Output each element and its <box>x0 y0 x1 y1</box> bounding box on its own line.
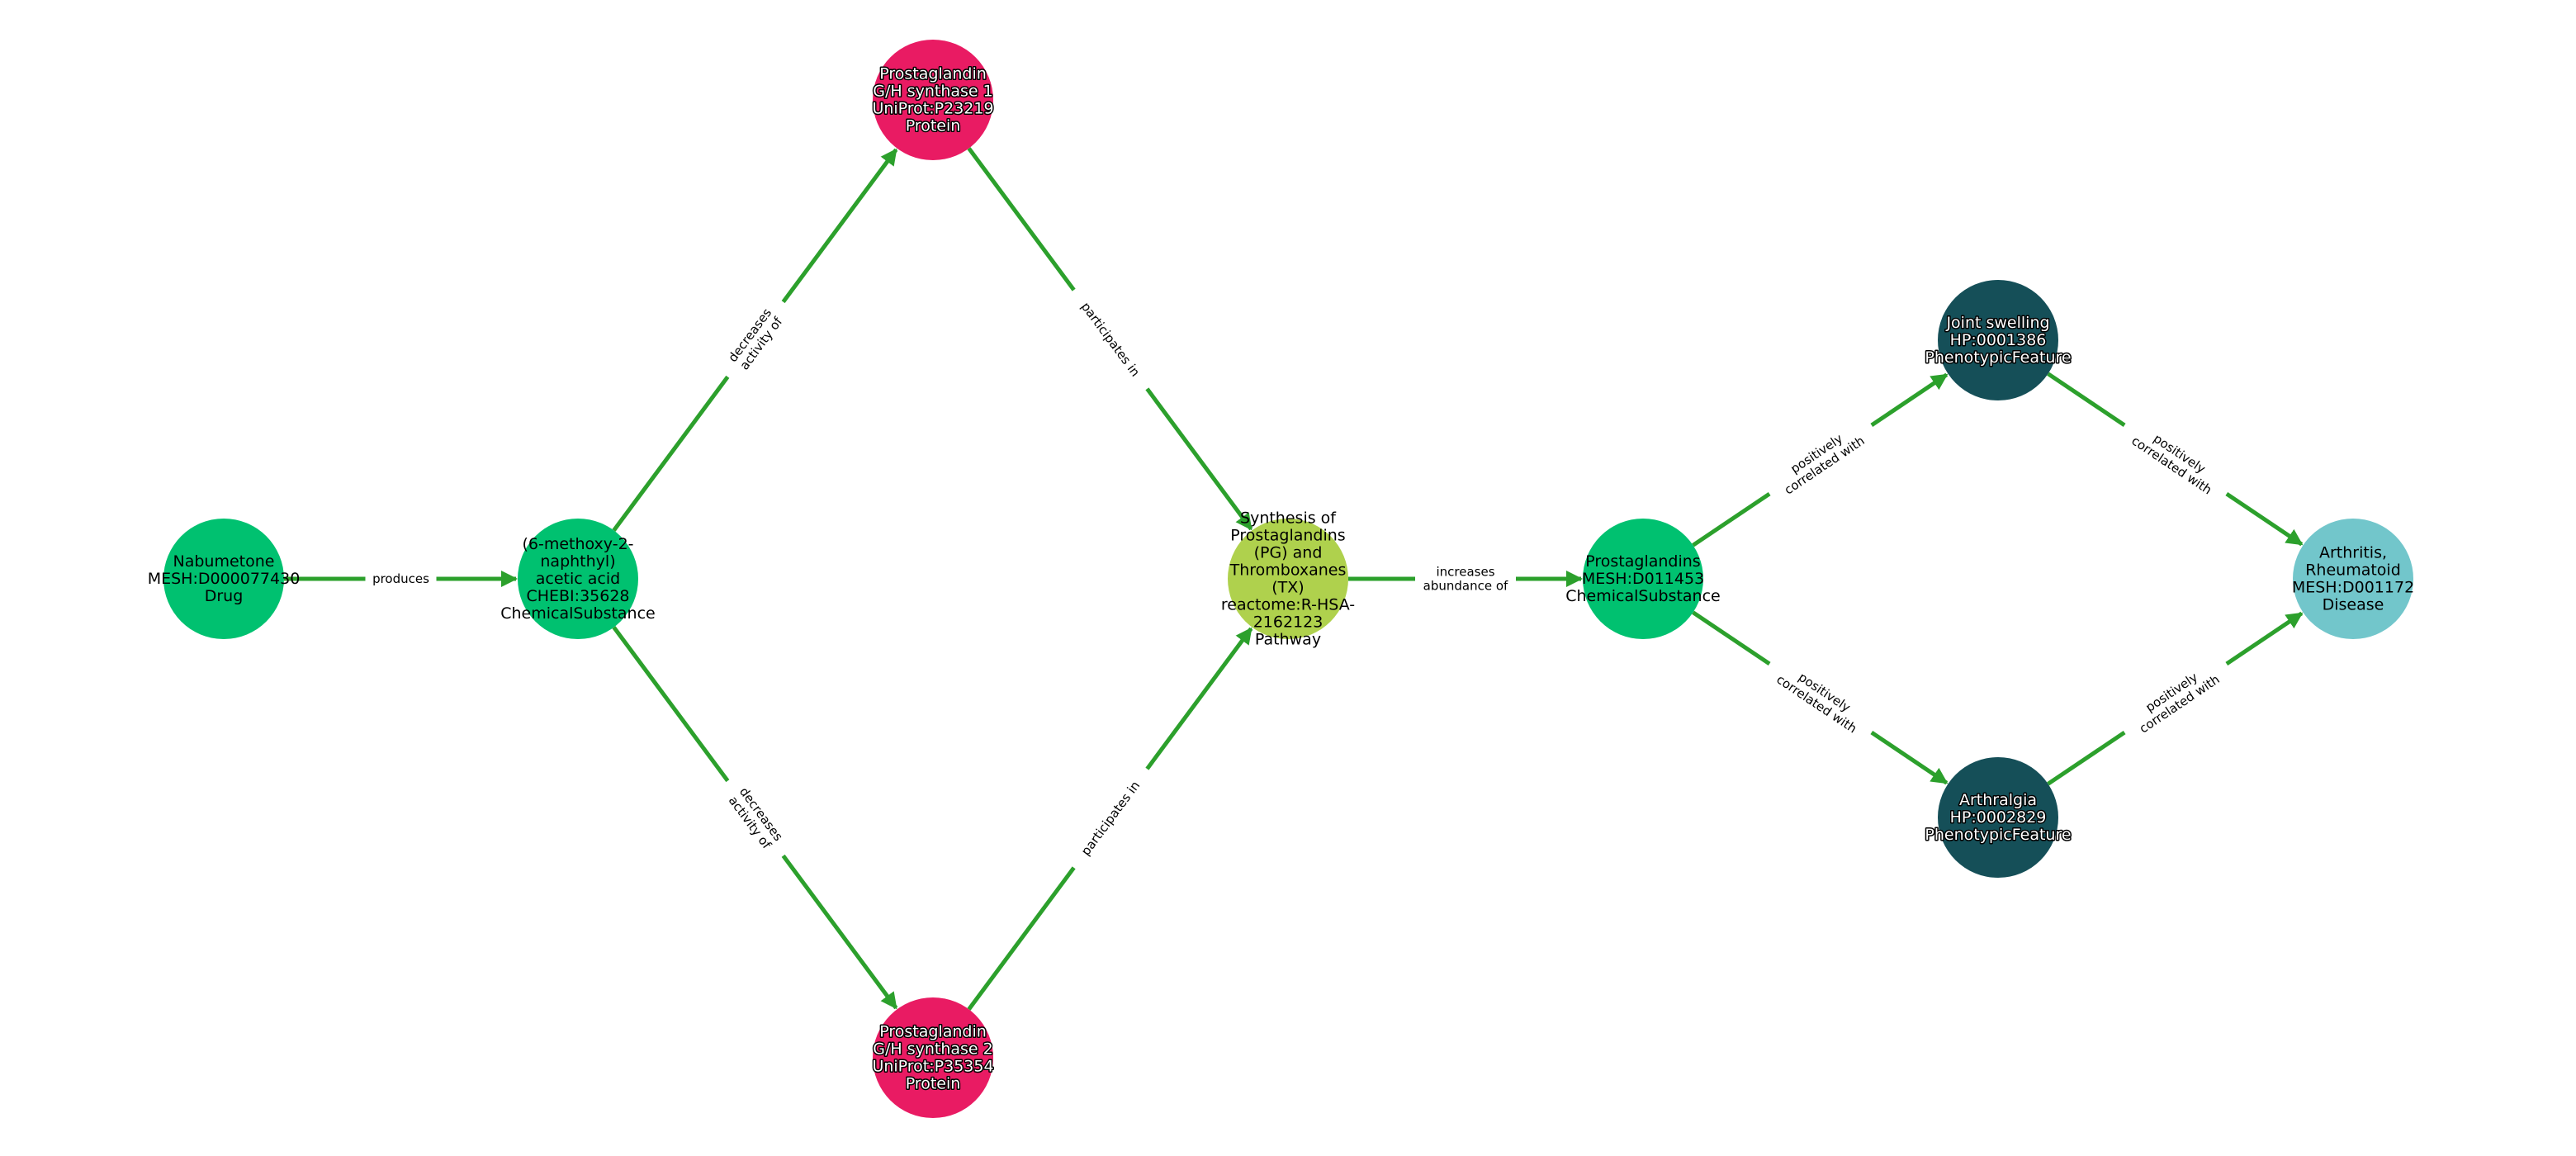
node-label: reactome:R-HSA- <box>1221 596 1355 614</box>
node-label: Drug <box>205 587 244 605</box>
node-label: PhenotypicFeature <box>1925 826 2071 844</box>
node-label: Joint swelling <box>1945 314 2049 332</box>
edge-label-background <box>2114 649 2237 747</box>
node-label: naphthyl) <box>540 552 615 571</box>
node-label: PhenotypicFeature <box>1925 348 2071 367</box>
edge-label-background <box>713 770 798 866</box>
node-label: Arthralgia <box>1959 791 2037 809</box>
node-prostaglandins[interactable]: ProstaglandinsMESH:D011453ChemicalSubsta… <box>1565 519 1721 639</box>
edge-label-background <box>713 291 798 387</box>
node-label: Disease <box>2323 596 2384 614</box>
node-circle[interactable] <box>873 997 993 1118</box>
node-label: HP:0001386 <box>1950 331 2047 349</box>
node-label: Protein <box>906 1075 961 1093</box>
node-circle[interactable] <box>873 40 993 160</box>
node-acid[interactable]: (6-methoxy-2-naphthyl)acetic acidCHEBI:3… <box>500 519 656 639</box>
node-circle[interactable] <box>163 519 284 639</box>
edge-label: produces <box>365 568 437 590</box>
edge-label-text: participates in <box>1078 778 1143 858</box>
node-circle[interactable] <box>1583 519 1703 639</box>
edge-label-text: abundance of <box>1423 579 1508 594</box>
node-label: HP:0002829 <box>1950 808 2047 827</box>
edge-label-background <box>1415 561 1516 596</box>
node-circle[interactable] <box>518 519 638 639</box>
node-label: Pathway <box>1255 631 1321 649</box>
node-circle[interactable] <box>1228 519 1348 639</box>
node-label: 2162123 <box>1253 614 1324 632</box>
node-label: Thromboxanes <box>1229 561 1347 580</box>
edge-label-background <box>2114 410 2237 509</box>
node-label: Prostaglandins <box>1230 527 1345 545</box>
edge-label: participates in <box>1065 283 1156 396</box>
node-label: G/H synthase 2 <box>873 1040 993 1059</box>
node-label: UniProt:P23219 <box>872 100 993 118</box>
edge-label-text: participates in <box>1078 299 1143 379</box>
node-label: Arthritis, <box>2319 544 2387 562</box>
edge-label-background <box>1759 410 1882 509</box>
node-label: UniProt:P35354 <box>872 1058 993 1076</box>
edge-label-background <box>365 568 437 590</box>
edge-label-background <box>1065 762 1156 874</box>
node-label: ChemicalSubstance <box>500 604 656 623</box>
node-label: Nabumetone <box>173 552 275 571</box>
node-label: Synthesis of <box>1240 509 1337 528</box>
node-circle[interactable] <box>1938 757 2058 878</box>
node-circle[interactable] <box>1938 280 2058 400</box>
node-label: (PG) and <box>1254 544 1323 562</box>
node-label: CHEBI:35628 <box>526 587 629 605</box>
edge-label-text: produces <box>372 571 429 586</box>
node-label: MESH:D011453 <box>1582 570 1704 588</box>
node-circle[interactable] <box>2293 519 2413 639</box>
node-label: Prostaglandin <box>879 1023 987 1041</box>
node-label: (TX) <box>1271 579 1304 597</box>
node-label: Rheumatoid <box>2305 561 2401 580</box>
edge-label-text: increases <box>1436 565 1494 580</box>
node-label: G/H synthase 1 <box>873 83 993 101</box>
edge-label: participates in <box>1065 762 1156 874</box>
edge-label-background <box>1065 283 1156 396</box>
node-label: Prostaglandins <box>1585 552 1700 571</box>
node-label: MESH:D001172 <box>2292 579 2414 597</box>
node-label: (6-methoxy-2- <box>522 535 633 553</box>
node-label: Protein <box>906 117 961 135</box>
node-label: ChemicalSubstance <box>1565 587 1721 605</box>
node-label: MESH:D000077430 <box>148 570 301 588</box>
edge-label-background <box>1759 649 1882 747</box>
node-label: Prostaglandin <box>879 65 987 83</box>
node-label: acetic acid <box>536 570 620 588</box>
node-joint[interactable]: Joint swellingHP:0001386PhenotypicFeatur… <box>1924 280 2072 400</box>
